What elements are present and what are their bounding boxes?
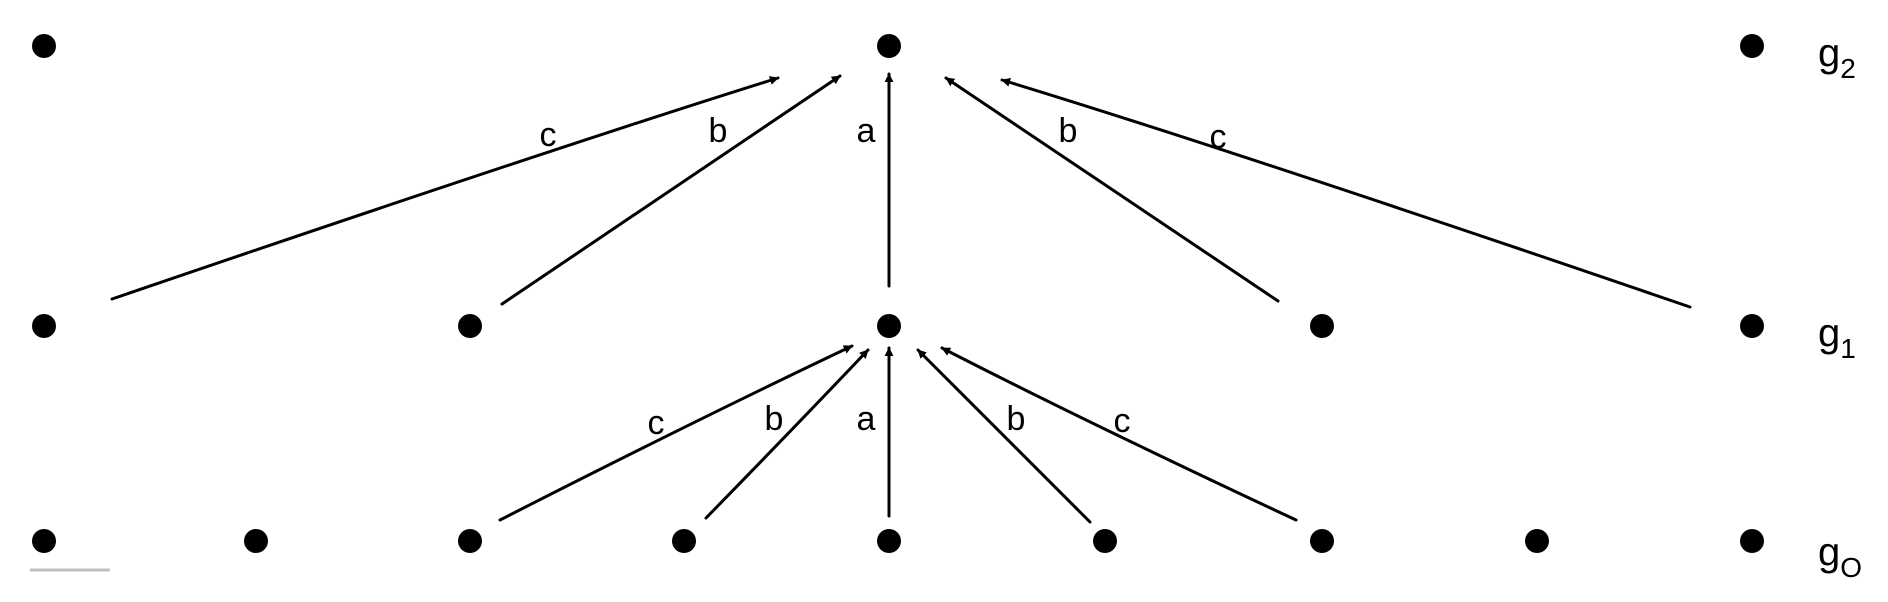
level-label-g0: gO: [1818, 530, 1862, 583]
node-g0-0: [32, 529, 56, 553]
edge-c-upper-left: [110, 76, 780, 301]
node-g0-1: [244, 529, 268, 553]
node-g1-4: [1740, 314, 1764, 338]
level-label-g2: g2: [1818, 31, 1856, 84]
level-label-base: g: [1818, 530, 1840, 574]
node-g0-5: [1093, 529, 1117, 553]
node-g1-2: [877, 314, 901, 338]
node-g0-8: [1740, 529, 1764, 553]
edge-label-b-lower-right: b: [1007, 400, 1026, 438]
level-label-g1: g1: [1818, 311, 1856, 364]
level-label-subscript: O: [1840, 552, 1862, 583]
edge-c-lower-right: [940, 346, 1298, 522]
level-label-subscript: 1: [1840, 333, 1856, 364]
edge-label-c-lower-left: c: [648, 404, 665, 442]
node-g0-3: [672, 529, 696, 553]
edge-label-c-lower-right: c: [1114, 402, 1131, 440]
edges-layer: [110, 72, 1692, 524]
edge-b-upper-left: [500, 74, 842, 306]
edge-label-b-lower-left: b: [765, 400, 784, 438]
edge-label-b-upper-right: b: [1059, 112, 1078, 150]
node-g0-7: [1525, 529, 1549, 553]
edge-label-b-upper-left: b: [709, 112, 728, 150]
edge-c-lower-left: [498, 344, 854, 522]
node-g0-6: [1310, 529, 1334, 553]
edge-label-a-upper: a: [857, 112, 876, 150]
edge-b-upper-right: [944, 76, 1280, 303]
nodes-layer: [32, 34, 1764, 553]
node-g0-2: [458, 529, 482, 553]
node-g2-1: [877, 34, 901, 58]
node-g1-1: [458, 314, 482, 338]
level-label-base: g: [1818, 31, 1840, 75]
node-g1-0: [32, 314, 56, 338]
edge-label-c-upper-left: c: [540, 116, 557, 154]
edge-b-lower-left: [704, 348, 870, 520]
node-g0-4: [877, 529, 901, 553]
edge-labels-layer: a b c b c a b c b c: [540, 112, 1227, 442]
level-label-subscript: 2: [1840, 53, 1856, 84]
edge-c-upper-right: [1000, 78, 1692, 309]
edge-b-lower-right: [916, 348, 1092, 524]
node-g2-2: [1740, 34, 1764, 58]
edge-label-a-lower: a: [857, 400, 876, 438]
level-label-base: g: [1818, 311, 1840, 355]
node-g2-0: [32, 34, 56, 58]
node-g1-3: [1310, 314, 1334, 338]
edge-label-c-upper-right: c: [1210, 118, 1227, 156]
